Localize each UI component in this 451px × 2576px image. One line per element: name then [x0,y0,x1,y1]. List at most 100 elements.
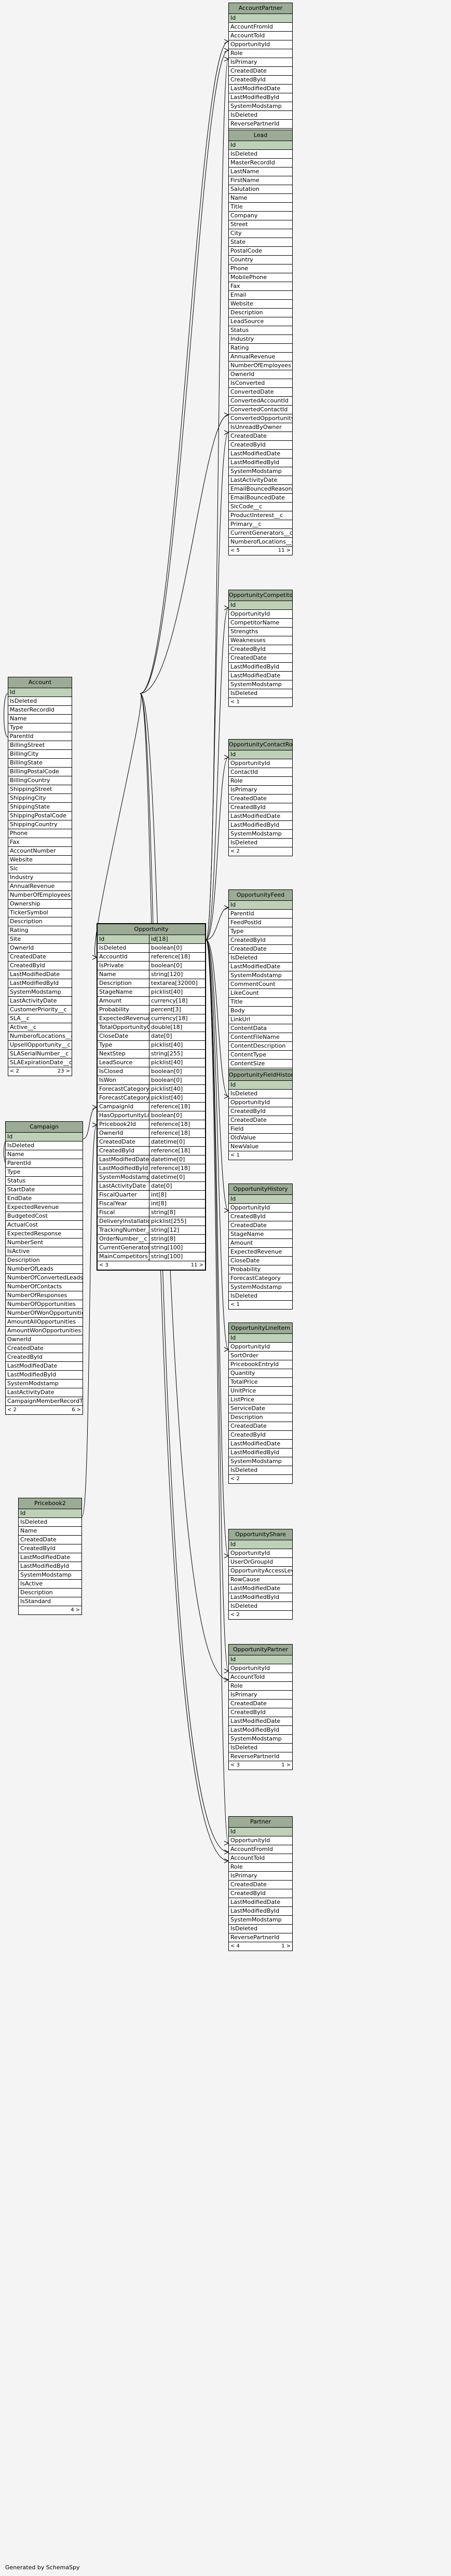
column-row: Name [19,1527,81,1536]
column-name: SystemModstamp [10,988,61,995]
column-name: TotalOpportunityQuantity [99,1024,149,1031]
column-row: CreatedDate [229,1700,292,1708]
column-row: Status [6,1177,83,1186]
table-title[interactable]: Pricebook2 [19,1498,81,1509]
column-row: IsDeleted [229,111,292,120]
column-name: SystemModstamp [230,972,282,979]
table-title[interactable]: AccountPartner [229,3,292,14]
table-title[interactable]: OpportunityContactRole [229,740,292,750]
column-name: SystemModstamp [230,681,282,688]
parents-count: < 1 [230,1302,240,1307]
column-type: percent[3] [149,1006,205,1014]
column-row: Primary__c [229,520,292,529]
column-name: Role [230,1682,243,1689]
column-name: IsPrimary [230,786,257,793]
column-row: Fax [229,282,292,291]
column-row: IsConverted [229,379,292,388]
column-name: IsClosed [99,1068,123,1075]
column-name: Description [20,1589,53,1596]
column-name: Industry [230,336,254,342]
table-title[interactable]: OpportunityFeed [229,890,292,901]
column-name: LastModifiedById [230,94,280,101]
column-row: NumberSent [6,1238,83,1247]
column-name: Id [230,751,236,758]
column-name: OpportunityId [230,1204,270,1211]
column-row: OpportunityId [229,610,292,619]
column-name: ServiceDate [230,1405,265,1412]
column-name: LastModifiedById [230,1449,280,1456]
column-name: Fax [230,283,240,289]
table-title[interactable]: OpportunityFieldHistory [229,1070,292,1081]
column-name: LastModifiedDate [7,1362,58,1369]
table-title[interactable]: OpportunityShare [229,1529,292,1540]
table-title[interactable]: OpportunityCompetitor [229,590,292,601]
column-type: picklist[255] [149,1217,205,1226]
column-row: NumberOfConvertedLeads [6,1274,83,1283]
column-row: ConvertedAccountId [229,397,292,406]
column-row: IsDeleted [229,1744,292,1752]
column-row: IsDeleted [229,1090,292,1098]
column-row: LastModifiedById [229,1593,292,1602]
column-name: Id [10,689,16,695]
column-row: Ownership [8,900,72,909]
column-name: CreatedDate [230,1222,267,1229]
table-title[interactable]: Opportunity [98,924,205,935]
column-row: Id [229,1334,292,1343]
column-name: Country [230,256,253,263]
column-type: string[255] [149,1050,205,1058]
column-name: LastModifiedById [7,1371,57,1378]
table-title[interactable]: Account [8,677,72,688]
column-name: ExpectedResponse [7,1230,62,1237]
column-row: ConvertedOpportunityId [229,414,292,423]
table-title[interactable]: OpportunityPartner [229,1645,292,1655]
column-name: ShippingStreet [10,786,52,792]
column-row: CreatedDate [229,945,292,954]
column-row: IsDeleted [8,697,72,706]
column-row: Company [229,212,292,220]
column-row: IsDeleted [229,1602,292,1611]
parents-count: < 3 [99,1262,108,1268]
column-row: SystemModstamp [229,1457,292,1466]
column-row: Role [229,49,292,58]
table-title[interactable]: OpportunityHistory [229,1184,292,1195]
parents-count: < 1 [230,1152,240,1158]
column-type: reference[18] [149,1120,205,1129]
edge-campaign-opportunity [83,1107,97,1139]
column-row: StartDate [6,1186,83,1194]
table-title[interactable]: Campaign [6,1122,83,1133]
column-name: IsStandard [20,1598,51,1605]
column-row: NumberOfOpportunities [6,1300,83,1309]
column-row: MasterRecordId [8,706,72,715]
column-row: Title [229,203,292,212]
column-name: OrderNumber__c [99,1235,147,1242]
column-row: CreatedDate [6,1344,83,1353]
column-name: ExpectedRevenue [99,1015,149,1022]
table-title[interactable]: OpportunityLineItem [229,1323,292,1334]
column-name: CreatedDate [230,433,267,439]
column-name: Type [230,928,244,935]
children-count: 11 > [278,548,291,553]
column-row: ForecastCategoryNamepicklist[40] [98,1094,205,1103]
column-row: LastModifiedById [229,1726,292,1735]
table-title[interactable]: Lead [229,130,292,141]
column-name: NewValue [230,1143,259,1150]
column-name: IsDeleted [230,150,258,157]
table-title[interactable]: Partner [229,1817,292,1828]
